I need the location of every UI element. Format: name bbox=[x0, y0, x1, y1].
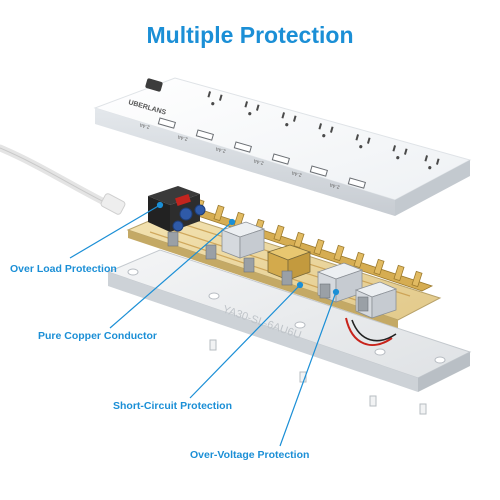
top-cover: UBERLANS 2.4A 2.4A 2.4A 2.4A 2.4A 2. bbox=[93, 77, 472, 216]
usb-label: 2.4A bbox=[214, 145, 226, 154]
usb-label: 2.4A bbox=[138, 121, 150, 130]
callout-lines bbox=[69, 201, 340, 447]
usb-label: 2.4A bbox=[176, 133, 188, 142]
ac-outlets bbox=[207, 91, 440, 170]
page-title: Multiple Protection bbox=[146, 22, 354, 48]
callout-over-voltage-protection: Over-Voltage Protection bbox=[190, 449, 310, 461]
cord-strain-relief bbox=[100, 193, 126, 215]
callout-short-circuit-protection: Short-Circuit Protection bbox=[113, 400, 233, 412]
usb-label: 2.4A bbox=[252, 157, 264, 166]
usb-port-labels: 2.4A 2.4A 2.4A 2.4A 2.4A 2.4A bbox=[138, 121, 340, 190]
usb-label: 2.4A bbox=[328, 181, 340, 190]
power-switch bbox=[145, 78, 163, 92]
pcb-socket-contacts bbox=[167, 231, 369, 312]
usb-label: 2.4A bbox=[290, 169, 302, 178]
callout-over-load-protection: Over Load Protection bbox=[10, 263, 117, 275]
usb-ports bbox=[157, 117, 366, 189]
capacitors bbox=[172, 204, 206, 232]
callout-pure-copper-conductor: Pure Copper Conductor bbox=[38, 330, 158, 342]
surge-modules bbox=[220, 221, 398, 319]
internal-wires bbox=[345, 317, 393, 347]
